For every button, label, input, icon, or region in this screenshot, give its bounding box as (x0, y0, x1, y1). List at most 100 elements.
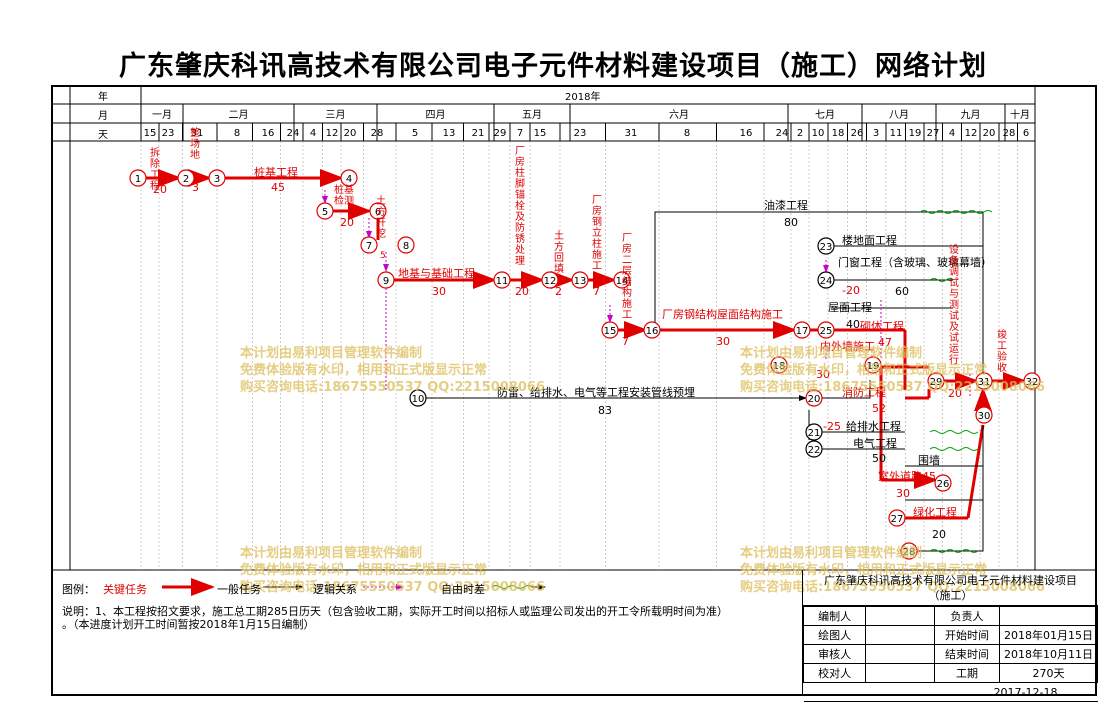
day-label: 29 (494, 128, 507, 139)
drawer-label: 绘图人 (802, 625, 867, 645)
task-duration-t25: 20 (948, 387, 962, 400)
day-label: 28 (1003, 128, 1016, 139)
day-label: 6 (1023, 128, 1029, 139)
day-label: 4 (949, 128, 955, 139)
task-duration-t8: 2 (555, 285, 562, 298)
day-label: 23 (574, 128, 587, 139)
task-label-t20: 给排水工程 (846, 420, 901, 433)
task-label-t9: 厂房钢立柱施工 (592, 195, 602, 272)
legend-lines (162, 578, 546, 596)
task-label-t2: 整场地 (190, 128, 200, 161)
svg-text:11: 11 (496, 276, 509, 287)
float-value-5: 45 (922, 470, 936, 483)
day-label: 12 (965, 128, 978, 139)
svg-text:12: 12 (544, 276, 557, 287)
year-row-label: 年 (98, 92, 108, 103)
float-value-4: 50 (872, 452, 886, 465)
normal-tasks (426, 211, 984, 552)
node-15: 15 (601, 321, 619, 339)
node-32: 32 (1023, 372, 1041, 390)
day-label: 24 (776, 128, 789, 139)
task-label-t8: 土方回填 (554, 231, 564, 275)
node-28: 28 (900, 542, 918, 560)
task-duration-t19: 83 (598, 404, 612, 417)
task-label-t21: 电气工程 (853, 437, 897, 450)
day-label: 20 (983, 128, 996, 139)
svg-text:18: 18 (773, 361, 786, 372)
title-block-project-sub: （施工） (928, 589, 973, 602)
task-duration-t2: 3 (192, 181, 199, 194)
task-duration-t3: 45 (271, 181, 285, 194)
svg-text:9: 9 (383, 276, 389, 287)
svg-text:31: 31 (978, 377, 991, 388)
svg-text:19: 19 (867, 361, 880, 372)
node-14: 14 (613, 271, 631, 289)
free-float (919, 210, 993, 553)
svg-text:32: 32 (1026, 377, 1039, 388)
node-13: 13 (571, 271, 589, 289)
svg-text:10: 10 (412, 394, 425, 405)
task-label-t10: 厂房二层结构施工 (622, 233, 632, 321)
svg-text:1: 1 (135, 174, 141, 185)
day-label: 18 (832, 128, 845, 139)
month-label: 八月 (889, 109, 909, 121)
svg-text:28: 28 (903, 547, 916, 558)
month-label: 五月 (522, 109, 542, 121)
svg-text:20: 20 (808, 394, 821, 405)
svg-text:14: 14 (616, 276, 629, 287)
svg-text:3: 3 (214, 174, 220, 185)
node-6: 6 (369, 202, 387, 220)
year-value: 2018年 (565, 92, 601, 103)
task-label-t16: 砌体工程 (860, 320, 904, 333)
day-label: 19 (909, 128, 922, 139)
node-31: 31 (975, 372, 993, 390)
svg-text:23: 23 (820, 242, 833, 253)
svg-text:26: 26 (937, 479, 950, 490)
watermark-4: 本计划由易利项目管理软件编制免费体验版有水印，相用和正式版显示正常购买咨询电话:… (740, 546, 1045, 595)
node-24: 24 (817, 271, 835, 289)
task-label-t1: 拆除工程 (150, 148, 160, 192)
month-label: 六月 (669, 109, 689, 121)
task-duration-t12: 80 (784, 216, 798, 229)
title-block: 广东肇庆科讯高技术有限公司电子元件材料建设项目 （施工） 编制人负责人 绘图人开… (802, 570, 1098, 702)
task-duration-t1: 20 (153, 183, 167, 196)
node-27: 27 (888, 509, 906, 527)
svg-text:7: 7 (366, 241, 372, 252)
task-duration-t7: 20 (515, 285, 529, 298)
watermark-3: 本计划由易利项目管理软件编制免费体验版有水印，相用和正式版显示正常购买咨询电话:… (240, 546, 545, 595)
svg-text:30: 30 (978, 411, 991, 422)
notes-line-2: 。（本进度计划开工时间暂按2018年1月15日编制） (62, 618, 315, 631)
svg-text:27: 27 (891, 514, 904, 525)
month-label: 三月 (326, 109, 346, 121)
notes-line-1: 说明：1、本工程按招文要求，施工总工期285日历天（包含验收工期，实际开工时间以… (62, 605, 728, 618)
svg-text:5: 5 (322, 207, 328, 218)
start-label: 开始时间 (934, 625, 1000, 645)
svg-text:29: 29 (930, 377, 943, 388)
responsible-label: 负责人 (934, 606, 1000, 626)
node-25: 25 (817, 321, 835, 339)
float-value-3: 52 (872, 402, 886, 415)
float-value-1: -20 (842, 284, 860, 297)
chart-frame (51, 85, 1097, 696)
day-label: 5 (412, 128, 418, 139)
svg-text:2: 2 (183, 174, 189, 185)
day-label: 16 (740, 128, 753, 139)
svg-text:15: 15 (604, 326, 617, 337)
task-duration-t9: 7 (593, 285, 600, 298)
day-label: 26 (851, 128, 864, 139)
month-label: 一月 (152, 109, 172, 121)
node-19: 19 (864, 356, 882, 374)
node-26: 26 (934, 474, 952, 492)
reviewer-label: 审核人 (802, 644, 867, 664)
day-label: 2 (797, 128, 803, 139)
task-label-t4: 桩基检测 (334, 185, 354, 207)
day-label: 23 (162, 128, 175, 139)
day-label: 20 (344, 128, 357, 139)
day-label: 31 (625, 128, 638, 139)
day-label: 28 (371, 128, 384, 139)
title-block-date: 2017-12-18 (803, 682, 1098, 702)
end-value: 2018年10月11日 (999, 644, 1098, 664)
month-label: 十月 (1010, 108, 1030, 121)
